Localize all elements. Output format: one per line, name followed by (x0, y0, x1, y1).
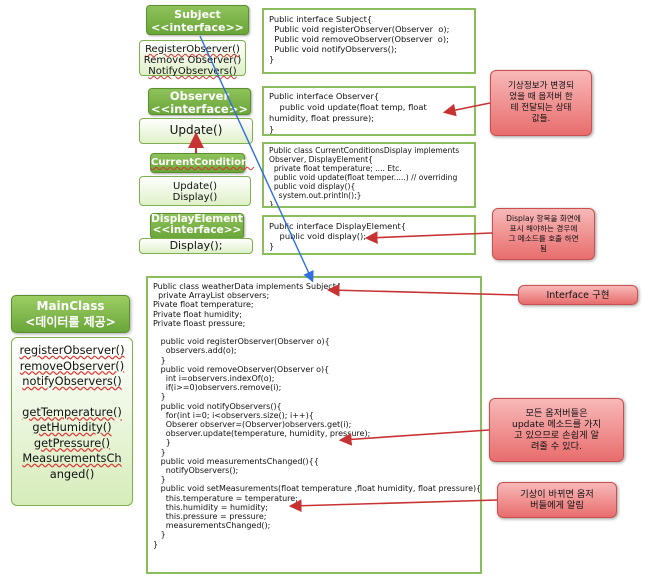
note-display-element-text: Display 항목을 화면에 표시 해야하는 경우에 그 메소드를 호출 하면… (506, 214, 581, 253)
note-all-observers-text: 모든 옵저버들은 update 메소드를 가지 고 있으므로 손쉽게 알 려줄 … (512, 408, 601, 452)
subject-interface-code: Public interface Subject{ Public void re… (262, 8, 476, 74)
main-method-measurements-changed-1: MeasurementsCh (22, 451, 122, 465)
arrow-notify-observers (288, 499, 498, 513)
note-interface-impl-text: Interface 구현 (546, 289, 610, 301)
display-element-stereotype: <<interface>> (152, 224, 242, 236)
note-interface-impl: Interface 구현 (518, 285, 638, 305)
subject-stereotype: <<interface>> (151, 21, 244, 34)
note-display-element: Display 항목을 화면에 표시 해야하는 경우에 그 메소드를 호출 하면… (492, 208, 595, 260)
current-conditions-method-display: Display() (172, 192, 218, 203)
observer-interface-code: Public interface Observer{ public void u… (262, 86, 476, 136)
arrow-note-to-display-code (364, 231, 493, 245)
main-method-get-humidity: getHumidity() (32, 420, 112, 434)
main-method-get-pressure: getPressure() (33, 435, 111, 450)
arrow-all-observers (338, 429, 490, 446)
current-conditions-header: CurrentConditions (150, 153, 254, 173)
observer-class-header: Observer <<interface>> (148, 88, 251, 116)
arrow-note-to-observer-code (442, 102, 491, 117)
display-element-title: DisplayElement (151, 213, 243, 225)
subject-method-notify: NotifyObservers() (148, 66, 237, 77)
note-notify-observers: 기상이 바뀌면 옵저 버들에게 알림 (497, 482, 617, 518)
note-weather-change-text: 기상정보가 변경되 었을 때 옵저버 한 테 전달되는 상태 값들. (508, 81, 574, 124)
note-notify-observers-text: 기상이 바뀌면 옵저 버들에게 알림 (520, 489, 594, 511)
main-class-methods: registerObserver() removeObserver() noti… (11, 337, 133, 506)
subject-method-register: RegisterObserver() (145, 44, 240, 55)
current-conditions-method-update: Update() (172, 181, 218, 192)
main-method-measurements-changed-2: anged() (49, 466, 95, 481)
main-class-header: MainClass <데이터를 제공> (11, 295, 130, 333)
main-class-subtitle: <데이터를 제공> (25, 315, 116, 329)
main-method-remove-observer: removeObserver() (19, 358, 125, 373)
weather-data-code: Public class weatherData implements Subj… (146, 276, 482, 574)
current-conditions-title: CurrentConditions (151, 157, 255, 168)
subject-class-methods: RegisterObserver() Remove Observer() Not… (139, 40, 246, 77)
current-conditions-methods: Update() Display() (139, 176, 251, 206)
display-element-method-display: Display(); (169, 239, 223, 252)
main-method-get-temperature: getTemperature() (22, 404, 122, 419)
note-weather-change: 기상정보가 변경되 었을 때 옵저버 한 테 전달되는 상태 값들. (490, 70, 592, 136)
observer-class-title: Observer (169, 89, 230, 103)
arrow-subject-to-weatherdata (199, 35, 314, 283)
main-method-register-observer: registerObserver() (19, 343, 125, 357)
observer-stereotype: <<interface>> (150, 102, 249, 116)
note-all-observers: 모든 옵저버들은 update 메소드를 가지 고 있으므로 손쉽게 알 려줄 … (489, 398, 624, 462)
subject-method-remove: Remove Observer() (143, 55, 242, 66)
observer-method-update: Update() (169, 123, 223, 137)
subject-class-header: Subject <<interface>> (146, 5, 249, 35)
subject-class-title: Subject (174, 8, 221, 21)
current-conditions-code: Public class CurrentConditionsDisplay im… (262, 142, 476, 208)
main-method-notify-observers: notifyObservers() (22, 374, 122, 388)
display-element-methods: Display(); (139, 238, 253, 254)
main-class-title: MainClass (36, 299, 105, 313)
arrow-interface-impl (326, 283, 519, 297)
